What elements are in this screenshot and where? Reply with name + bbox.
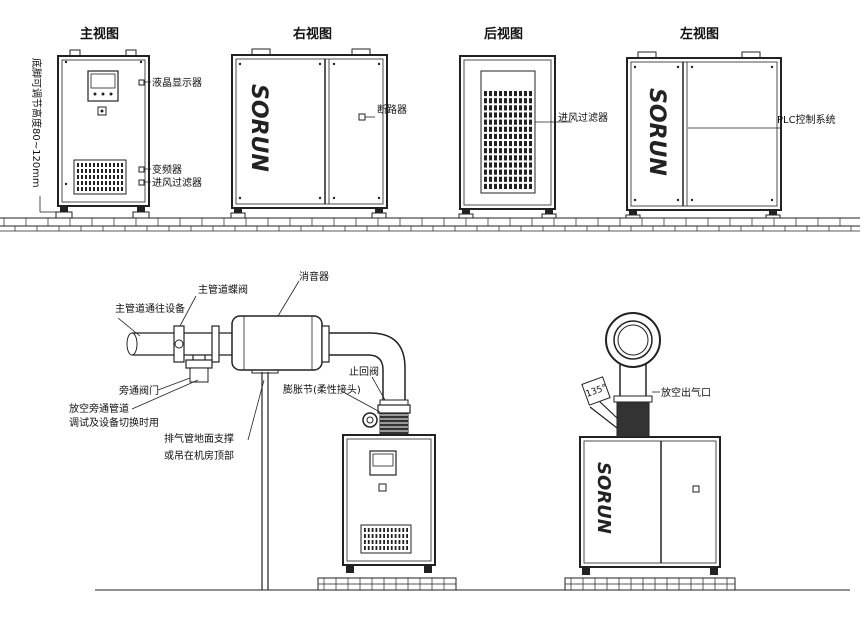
check-valve-expansion [362,404,411,436]
plc-label: PLC控制系统 [777,113,836,126]
brand-logo-right: SORUN [246,84,271,172]
compressor-front [317,434,457,591]
main-pipe [126,325,232,383]
back-filter-label: 进风过滤器 [558,111,608,124]
left-view-unit: SORUN [625,51,782,219]
expansion-joint-label: 膨胀节(柔性接头) [283,383,361,396]
bypass-desc-line2: 调试及设备切换时用 [69,416,159,429]
foot-adjust-label: 底脚可调节高度80~120mm [30,58,43,188]
bypass-desc-line1: 放空旁通管道 [69,402,129,415]
back-view-title: 后视图 [484,26,523,42]
inverter-grill [77,163,123,191]
top-floor-strip [0,217,860,232]
breaker-label: 断路器 [377,103,407,116]
exhaust-elbow [329,332,409,406]
front-view-unit [55,49,150,219]
back-view-unit [458,55,557,219]
left-view-title: 左视图 [680,26,719,42]
support-label-line1: 排气管地面支撑 [164,432,234,445]
support-label-line2: 或吊在机房顶部 [164,449,234,462]
brand-logo-bottom: SORUN [593,462,614,534]
muffler [231,315,330,371]
bypass-valve-label: 旁通阀门 [119,384,159,397]
floor-hatch [3,218,852,231]
muffler-label: 消音器 [299,270,329,283]
inverter-label: 变频器 [152,163,182,176]
exhaust-support [251,367,279,590]
right-view-title: 右视图 [292,26,332,42]
lcd-label: 液晶显示器 [152,76,202,89]
front-filter-label: 进风过滤器 [152,176,202,189]
lcd-screen [87,70,119,102]
right-view-unit: SORUN [230,48,388,219]
check-valve-label: 止回阀 [349,365,379,378]
back-inlet-grill [484,91,532,189]
to-equipment-label: 主管道通往设备 [115,302,185,315]
compressor-side: SORUN 135° [564,312,736,591]
vent-outlet-label: 放空出气口 [661,386,711,399]
brand-logo-left: SORUN [644,88,669,176]
front-view-title: 主视图 [80,26,119,42]
butterfly-valve-label: 主管道蝶阀 [198,283,248,296]
